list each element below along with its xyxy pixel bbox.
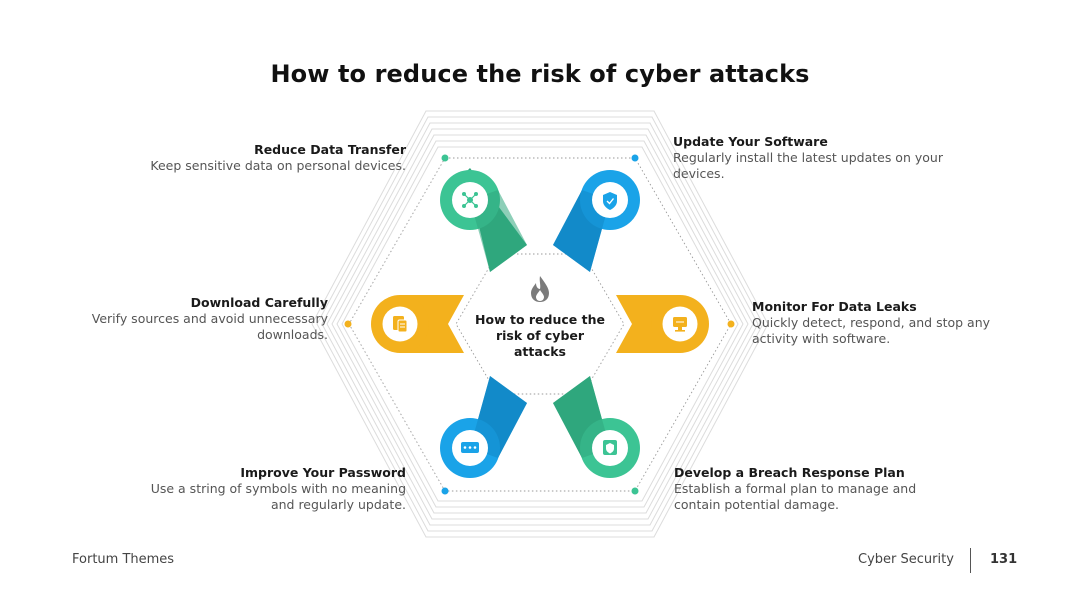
corner-dot <box>727 320 735 328</box>
pin-monitor-for-data-leaks <box>616 295 709 353</box>
corner-dot <box>344 320 352 328</box>
item-monitor-for-data-leaks: Monitor For Data Leaks Quickly detect, r… <box>752 299 1002 347</box>
item-title: Develop a Breach Response Plan <box>674 465 905 480</box>
pin-reduce-data-transfer <box>440 168 527 272</box>
footer-brand: Fortum Themes <box>72 552 175 567</box>
pin-download-carefully <box>371 295 464 353</box>
shield-document-icon <box>603 440 617 455</box>
pin-improve-your-password <box>440 376 527 478</box>
item-description: Regularly install the latest updates on … <box>673 150 943 181</box>
pin-update-your-software <box>553 170 640 272</box>
item-title: Monitor For Data Leaks <box>752 299 917 314</box>
item-description: Establish a formal plan to manage and co… <box>674 481 917 512</box>
pin-develop-breach-response-plan <box>553 376 640 478</box>
center-label: How to reduce the risk of cyber attacks <box>475 312 605 359</box>
item-reduce-data-transfer: Reduce Data Transfer Keep sensitive data… <box>120 142 406 174</box>
corner-dot <box>631 154 639 162</box>
corner-dot <box>441 154 449 162</box>
item-title: Update Your Software <box>673 134 828 149</box>
page-title: How to reduce the risk of cyber attacks <box>270 60 810 88</box>
item-title: Download Carefully <box>190 295 328 310</box>
flame-icon <box>531 276 549 302</box>
item-description: Keep sensitive data on personal devices. <box>150 158 406 173</box>
page-number: 131 <box>990 552 1018 567</box>
corner-dot <box>441 487 449 495</box>
shield-icon <box>603 192 617 210</box>
password-icon <box>461 442 479 453</box>
item-improve-your-password: Improve Your Password Use a string of sy… <box>130 465 406 513</box>
corner-dot <box>631 487 639 495</box>
footer-section: Cyber Security <box>858 552 954 567</box>
item-title: Improve Your Password <box>240 465 406 480</box>
item-develop-breach-response-plan: Develop a Breach Response Plan Establish… <box>674 465 930 513</box>
network-icon <box>462 192 478 208</box>
item-title: Reduce Data Transfer <box>254 142 406 157</box>
item-description: Use a string of symbols with no meaning … <box>150 481 406 512</box>
outer-hexagon-rings <box>311 110 769 538</box>
monitor-icon <box>673 317 687 332</box>
item-update-your-software: Update Your Software Regularly install t… <box>673 134 963 182</box>
item-description: Quickly detect, respond, and stop any ac… <box>752 315 991 346</box>
document-icon <box>393 316 408 333</box>
item-description: Verify sources and avoid unnecessary dow… <box>91 311 328 342</box>
footer-divider <box>970 548 971 573</box>
item-download-carefully: Download Carefully Verify sources and av… <box>60 295 328 343</box>
